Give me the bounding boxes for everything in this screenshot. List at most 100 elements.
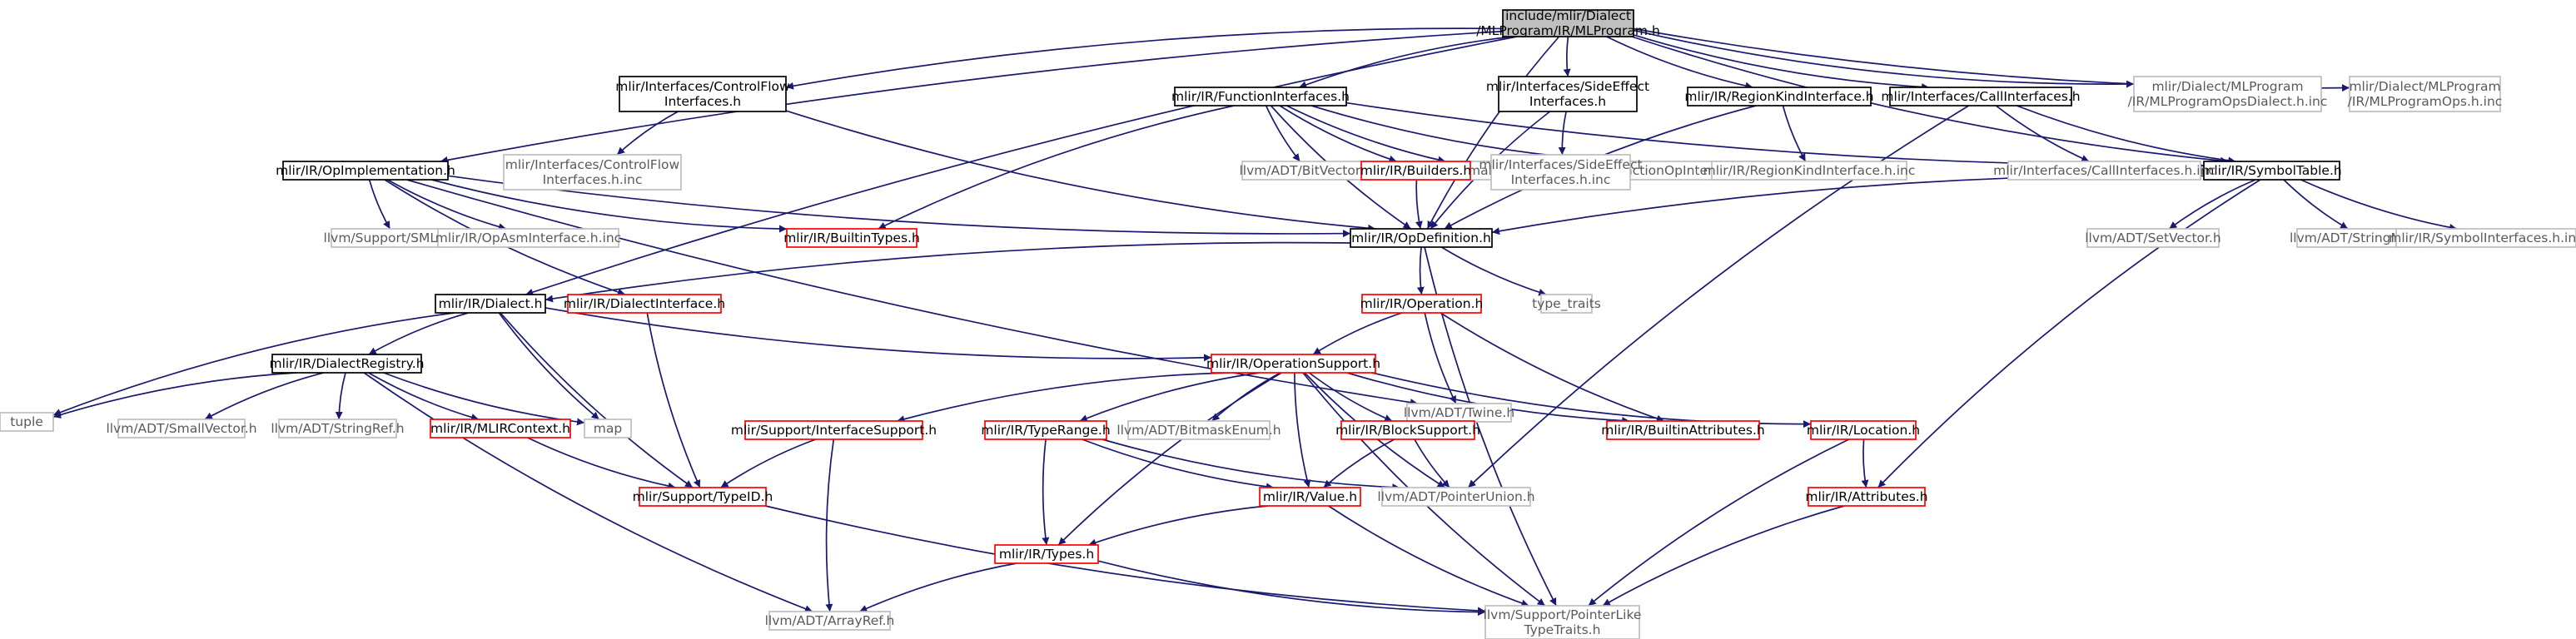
node-box-dialectreg [271, 354, 422, 374]
edge-root-to-funcif [1298, 36, 1513, 89]
edge-opsupport-to-types [1057, 372, 1282, 546]
node-box-stringref [278, 419, 397, 438]
node-mlircontext[interactable]: mlir/IR/MLIRContext.h [430, 419, 571, 438]
edge-symtab-to-setvector [2168, 179, 2256, 230]
node-seiinc[interactable]: mlir/Interfaces/SideEffectInterfaces.h.i… [1479, 154, 1643, 191]
node-label-types-0: mlir/IR/Types.h [999, 547, 1094, 562]
node-opasminc[interactable]: mlir/IR/OpAsmInterface.h.inc [435, 228, 621, 248]
node-bitvector[interactable]: llvm/ADT/BitVector.h [1239, 161, 1372, 181]
node-box-typeid [639, 487, 767, 507]
node-twine[interactable]: llvm/ADT/Twine.h [1404, 403, 1514, 423]
node-box-types [994, 544, 1099, 564]
edge-funcif-to-smallstring [1286, 105, 1446, 164]
node-label-mlpdialectinc-1: /IR/MLProgramOpsDialect.h.inc [2128, 94, 2328, 109]
node-calli[interactable]: mlir/Interfaces/CallInterfaces.h [1881, 87, 2081, 106]
node-label-rki-0: mlir/IR/RegionKindInterface.h [1684, 89, 1873, 104]
node-root: include/mlir/Dialect/MLProgram/IR/MLProg… [1476, 8, 1660, 38]
node-funcif[interactable]: mlir/IR/FunctionInterfaces.h [1171, 87, 1350, 106]
node-box-typetraits [1540, 294, 1593, 314]
node-opdef[interactable]: mlir/IR/OpDefinition.h [1350, 228, 1493, 248]
node-blocksupport[interactable]: mlir/IR/BlockSupport.h [1335, 420, 1480, 440]
node-box-location [1810, 420, 1917, 440]
node-rki[interactable]: mlir/IR/RegionKindInterface.h [1684, 87, 1874, 106]
edge-blocksupport-to-value [1323, 438, 1395, 488]
node-symifinc[interactable]: mlir/IR/SymbolInterfaces.h.inc [2389, 228, 2576, 248]
edge-opdef-to-operation [1416, 246, 1425, 295]
edge-symtab-to-attributes [1877, 179, 2261, 488]
node-label-bitvector-0: llvm/ADT/BitVector.h [1239, 163, 1371, 178]
edge-dialect-to-opsupport [545, 307, 1212, 362]
node-typeid[interactable]: mlir/Support/TypeID.h [633, 487, 773, 507]
edge-root-to-opdef [1426, 36, 1560, 230]
node-map[interactable]: map [584, 419, 632, 438]
node-opsupport[interactable]: mlir/IR/OperationSupport.h [1206, 354, 1380, 374]
node-box-map [584, 419, 632, 438]
node-typetraits[interactable]: type_traits [1532, 294, 1601, 314]
node-rkiinc[interactable]: mlir/IR/RegionKindInterface.h.inc [1703, 161, 1916, 181]
node-dialect[interactable]: mlir/IR/Dialect.h [435, 294, 546, 314]
node-label-symifinc-0: mlir/IR/SymbolInterfaces.h.inc [2389, 230, 2576, 245]
node-label-opimpl-0: mlir/IR/OpImplementation.h [276, 163, 455, 178]
edge-value-to-types [1088, 505, 1269, 547]
edge-dialectreg-to-stringref [335, 372, 346, 420]
node-calliinc[interactable]: mlir/Interfaces/CallInterfaces.h.inc [1993, 161, 2215, 181]
edge-types-to-arrayref [858, 562, 1017, 612]
node-box-funcif [1174, 87, 1347, 106]
node-opimpl[interactable]: mlir/IR/OpImplementation.h [276, 161, 455, 181]
edge-typeid-to-ptrlike [765, 505, 1486, 615]
node-location[interactable]: mlir/IR/Location.h [1807, 420, 1920, 440]
edge-dialectreg-to-mlircontext [368, 372, 480, 421]
edge-dialect-to-typeid [500, 312, 694, 488]
edge-opsupport-to-value [1294, 372, 1311, 488]
node-smallvector[interactable]: llvm/ADT/SmallVector.h [106, 419, 257, 438]
nodes: include/mlir/Dialect/MLProgram/IR/MLProg… [0, 8, 2576, 639]
node-box-builtinattrs [1606, 420, 1760, 440]
node-dialectif[interactable]: mlir/IR/DialectInterface.h [564, 294, 725, 314]
node-mlpdialectinc[interactable]: mlir/Dialect/MLProgram/IR/MLProgramOpsDi… [2128, 76, 2328, 112]
edge-opsupport-to-typerange [1079, 372, 1260, 422]
node-label-mlpopsinc-0: mlir/Dialect/MLProgram [2349, 79, 2500, 94]
node-builders[interactable]: mlir/IR/Builders.h [1360, 161, 1472, 181]
node-label-tuple-0: tuple [10, 414, 43, 429]
node-box-typerange [984, 420, 1107, 440]
node-stringref[interactable]: llvm/ADT/StringRef.h [271, 419, 405, 438]
edge-sei-to-seiinc [1558, 111, 1567, 156]
edge-ifsupport-to-arrayref [825, 438, 835, 612]
node-bitmaskenum[interactable]: llvm/ADT/BitmaskEnum.h [1116, 420, 1281, 440]
node-setvector[interactable]: llvm/ADT/SetVector.h [2085, 228, 2221, 248]
edge-builders-to-opdef [1415, 179, 1423, 230]
edge-dialectreg-to-arrayref [363, 372, 813, 612]
node-box-mlpdialectinc [2133, 76, 2322, 112]
node-value[interactable]: mlir/IR/Value.h [1259, 487, 1361, 507]
node-ptrunion[interactable]: llvm/ADT/PointerUnion.h [1377, 487, 1535, 507]
node-arrayref[interactable]: llvm/ADT/ArrayRef.h [765, 611, 895, 631]
node-smloc[interactable]: llvm/Support/SMLoc.h [324, 228, 465, 248]
node-box-symtab [2203, 161, 2340, 181]
edge-opimpl-to-opasminc [387, 179, 507, 230]
node-stringmap[interactable]: llvm/ADT/StringMap.h [2290, 228, 2430, 248]
node-mlpopsinc[interactable]: mlir/Dialect/MLProgram/IR/MLProgramOps.h… [2348, 76, 2503, 112]
node-box-value [1259, 487, 1361, 507]
node-dialectreg[interactable]: mlir/IR/DialectRegistry.h [269, 354, 425, 374]
node-symtab[interactable]: mlir/IR/SymbolTable.h [2201, 161, 2342, 181]
node-label-seiinc-0: mlir/Interfaces/SideEffect [1479, 157, 1642, 172]
node-cfiinc[interactable]: mlir/Interfaces/ControlFlowInterfaces.h.… [503, 154, 682, 191]
node-label-sei-0: mlir/Interfaces/SideEffect [1486, 79, 1649, 94]
node-box-ptrunion [1381, 487, 1531, 507]
node-ifsupport[interactable]: mlir/Support/InterfaceSupport.h [731, 420, 937, 440]
edge-typerange-to-types [1042, 438, 1050, 546]
node-types[interactable]: mlir/IR/Types.h [994, 544, 1099, 564]
node-typerange[interactable]: mlir/IR/TypeRange.h [981, 420, 1111, 440]
node-operation[interactable]: mlir/IR/Operation.h [1360, 294, 1484, 314]
node-attributes[interactable]: mlir/IR/Attributes.h [1805, 487, 1928, 507]
node-builtintypes[interactable]: mlir/IR/BuiltinTypes.h [783, 228, 920, 248]
node-label-attributes-0: mlir/IR/Attributes.h [1805, 489, 1927, 504]
node-label-calliinc-0: mlir/Interfaces/CallInterfaces.h.inc [1993, 163, 2215, 178]
node-label-builtintypes-0: mlir/IR/BuiltinTypes.h [783, 230, 920, 245]
node-builtinattrs[interactable]: mlir/IR/BuiltinAttributes.h [1601, 420, 1765, 440]
node-tuple[interactable]: tuple [0, 412, 54, 432]
